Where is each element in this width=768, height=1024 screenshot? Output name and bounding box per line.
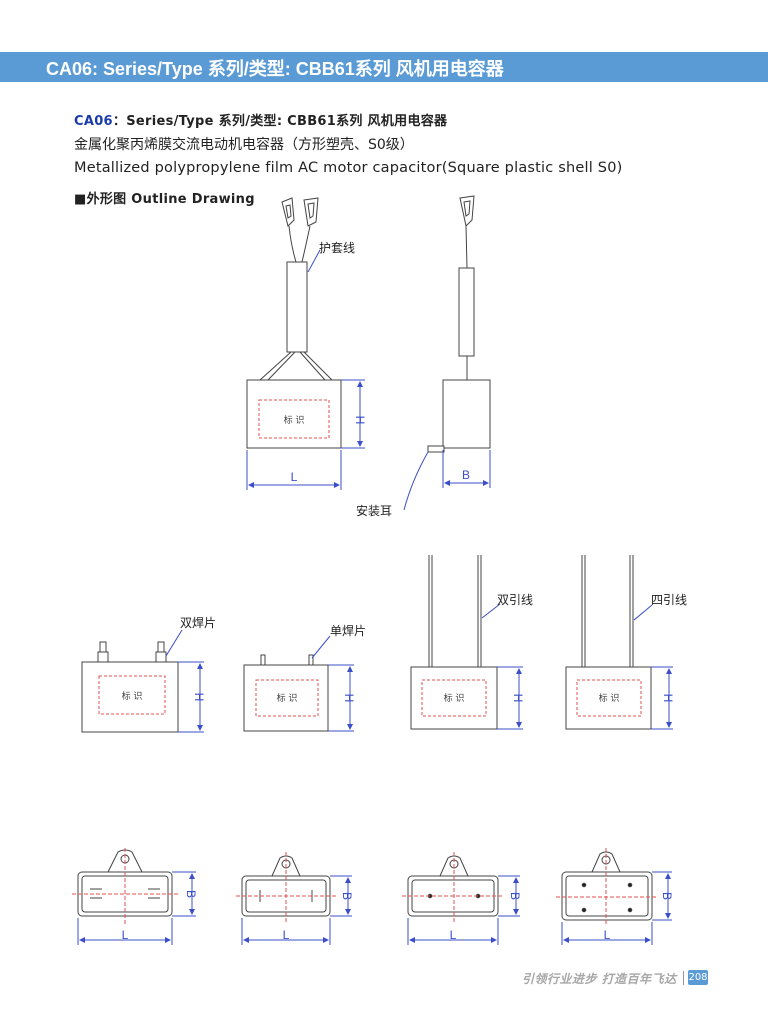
top-view-double-lead bbox=[402, 852, 504, 922]
dim-l-label-5: L bbox=[604, 928, 611, 942]
side-view-sleeved-drawing bbox=[427, 195, 491, 453]
sleeve-label: 护套线 bbox=[319, 241, 355, 255]
heading-text: ：Series/Type 系列/类型: CBB61系列 风机用电容器 bbox=[112, 114, 448, 129]
header-banner: CA06: Series/Type 系列/类型: CBB61系列 风机用电容器 bbox=[0, 52, 768, 82]
dim-l-label-3: L bbox=[283, 928, 290, 942]
description-english: Metallized polypropylene film AC motor c… bbox=[74, 160, 623, 176]
footer-slogan: 引领行业进步 打造百年飞达 bbox=[522, 972, 677, 986]
mark-label-5: 标 识 bbox=[599, 692, 620, 704]
description-chinese: 金属化聚丙烯膜交流电动机电容器（方形塑壳、S0级） bbox=[74, 137, 414, 153]
dim-b-label-2: B bbox=[184, 890, 198, 898]
banner-title: CA06: Series/Type 系列/类型: CBB61系列 风机用电容器 bbox=[46, 59, 504, 79]
double-tab-label: 双焊片 bbox=[180, 615, 216, 630]
front-view-double-lead bbox=[410, 555, 498, 730]
dim-l-label-1: L bbox=[291, 470, 298, 484]
dim-b-label-4: B bbox=[508, 892, 522, 900]
double-lead-label: 双引线 bbox=[497, 593, 533, 607]
section-heading: CA06：Series/Type 系列/类型: CBB61系列 风机用电容器 bbox=[74, 110, 447, 129]
mount-ear-label: 安装耳 bbox=[356, 503, 392, 518]
dim-l-label-4: L bbox=[450, 928, 457, 942]
top-view-single-tab bbox=[236, 852, 336, 922]
dim-b-label-3: B bbox=[340, 892, 354, 900]
mark-label-2: 标 识 bbox=[122, 690, 143, 702]
front-view-sleeved-drawing bbox=[246, 197, 342, 449]
sleeve-pointer bbox=[307, 249, 321, 273]
mark-label-1: 标 识 bbox=[284, 414, 305, 426]
front-view-four-lead bbox=[565, 555, 652, 730]
four-lead-label: 四引线 bbox=[651, 593, 687, 607]
mark-label-3: 标 识 bbox=[277, 692, 298, 704]
dim-h-label-2: H bbox=[192, 693, 206, 702]
dim-b-label-1: B bbox=[462, 468, 470, 482]
front-view-double-tab bbox=[81, 641, 179, 733]
mark-label-4: 标 识 bbox=[444, 692, 465, 704]
top-view-four-lead bbox=[556, 848, 658, 926]
dim-h-label-3: H bbox=[342, 694, 356, 703]
dim-l-label-2: L bbox=[122, 928, 129, 942]
dim-b-label-5: B bbox=[660, 892, 674, 900]
dim-h-label-4: H bbox=[511, 694, 525, 703]
heading-code: CA06 bbox=[74, 114, 113, 129]
dim-h-label-5: H bbox=[661, 694, 675, 703]
dim-h-label-1: H bbox=[353, 416, 367, 425]
single-tab-label: 单焊片 bbox=[330, 623, 366, 638]
top-view-double-tab bbox=[72, 848, 178, 924]
footer-separator bbox=[683, 971, 684, 985]
front-view-single-tab bbox=[243, 654, 329, 732]
outline-drawing-title: ■外形图 Outline Drawing bbox=[74, 192, 255, 207]
page-number-badge: 208 bbox=[688, 970, 708, 985]
